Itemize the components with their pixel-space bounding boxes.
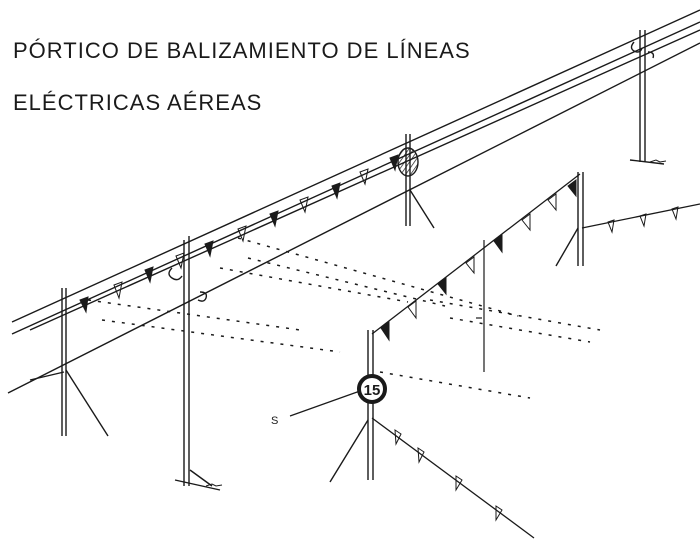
speed-limit-sign: 15 <box>357 374 387 404</box>
pennant-icon <box>331 182 341 200</box>
middle-wire <box>29 29 700 331</box>
pennant-icon <box>521 213 531 232</box>
pennant-icon <box>493 234 503 254</box>
pennant-icon <box>547 193 557 212</box>
pennant-icon <box>269 210 279 228</box>
line-pennants <box>79 154 399 314</box>
callout-letter: S <box>271 415 278 427</box>
pennant-icon <box>380 321 390 342</box>
gantry-rope <box>371 173 700 539</box>
gantry-rear-post <box>555 172 584 267</box>
power-line-wires <box>7 9 700 394</box>
gantry-front-post <box>329 330 374 483</box>
pennant-icon <box>607 219 615 234</box>
pennant-icon <box>567 179 577 198</box>
pennant-icon <box>437 277 447 296</box>
lower-wire <box>7 42 700 394</box>
upper-wire <box>11 9 700 323</box>
utility-pole-with-insulators <box>168 236 223 491</box>
pennant-icon <box>671 206 679 221</box>
thin-mid-pole <box>476 240 485 372</box>
pennant-icon <box>639 213 647 228</box>
ground-shadow <box>87 237 601 399</box>
pennant-icon <box>113 281 123 300</box>
callout: S <box>271 390 361 427</box>
pennant-icon <box>144 266 154 284</box>
upper-wire-2 <box>11 21 700 335</box>
pennant-icon <box>175 252 185 270</box>
pennant-icon <box>407 300 417 320</box>
pennant-icon <box>465 256 475 275</box>
pennant-icon <box>389 154 399 172</box>
pennant-icon <box>204 240 214 258</box>
pennant-icon <box>495 505 503 522</box>
sign-text: 15 <box>364 382 381 399</box>
title-line-1: PÓRTICO DE BALIZAMIENTO DE LÍNEAS <box>13 38 471 63</box>
left-utility-pole <box>29 288 109 437</box>
pennant-icon <box>455 475 463 492</box>
far-utility-pole <box>629 30 667 165</box>
gantry-pennants <box>380 179 679 522</box>
hatched-marker-ball-icon <box>397 147 419 177</box>
pennant-icon <box>299 196 309 214</box>
pennant-icon <box>79 296 89 314</box>
marker-ball-post <box>397 134 435 229</box>
pennant-icon <box>394 429 402 446</box>
pennant-icon <box>359 168 369 186</box>
title-line-2: ELÉCTRICAS AÉREAS <box>13 90 263 115</box>
pennant-icon <box>237 225 247 243</box>
circular-speed-limit-sign-icon <box>357 374 387 404</box>
pennant-icon <box>417 447 425 464</box>
